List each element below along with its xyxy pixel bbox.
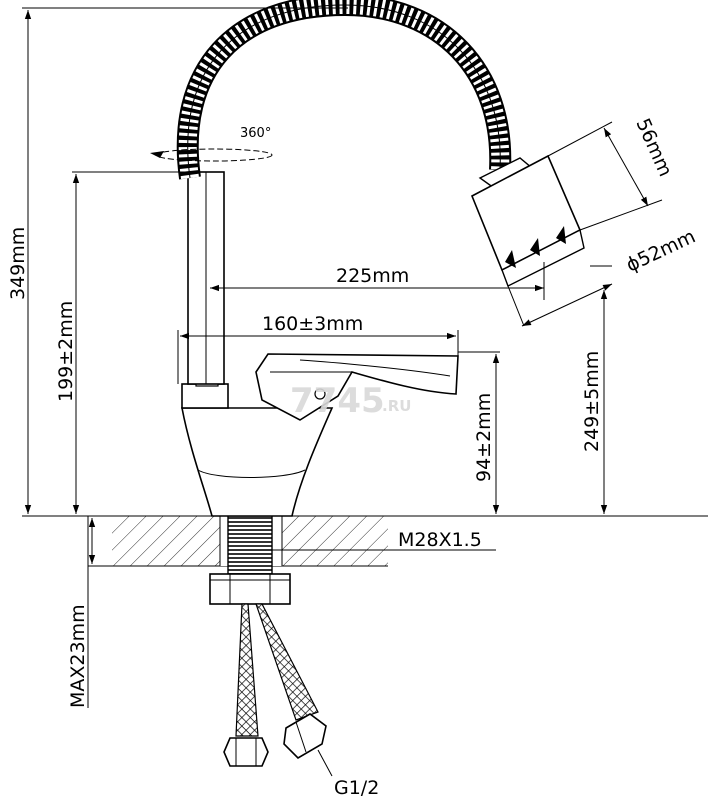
- flexible-spout: [176, 0, 512, 180]
- watermark: 7745 .RU: [290, 381, 411, 421]
- mounting-nut: [209, 573, 291, 605]
- dimension-labels: 349mm 199±2mm 225mm 160±3mm 94±2mm 249±5…: [7, 115, 699, 799]
- dimension-lines: [22, 7, 663, 777]
- watermark-main: 7745: [290, 381, 385, 421]
- label-handle-height: 94±2mm: [473, 393, 495, 482]
- label-handle-reach: 160±3mm: [262, 313, 363, 335]
- watermark-suffix: .RU: [382, 397, 411, 415]
- label-thread: M28X1.5: [398, 529, 482, 551]
- label-total-height: 349mm: [7, 227, 29, 300]
- spray-head: [470, 154, 585, 287]
- rotation-indicator: 360°: [150, 126, 273, 162]
- label-hose-reach: 225mm: [336, 265, 409, 287]
- label-outlet-height: 249±5mm: [581, 351, 603, 452]
- label-connection: G1/2: [334, 777, 379, 799]
- label-spout-height: 199±2mm: [55, 301, 77, 402]
- faucet-body: [181, 353, 459, 517]
- label-head-diameter: ϕ52mm: [623, 225, 699, 276]
- rotation-label: 360°: [240, 126, 271, 141]
- supply-hoses: [223, 603, 327, 767]
- threaded-shank: [219, 515, 283, 575]
- label-max-thickness: MAX23mm: [67, 604, 89, 708]
- countertop: [22, 515, 708, 567]
- spout-tube: [187, 171, 225, 385]
- label-head-length: 56mm: [631, 115, 676, 180]
